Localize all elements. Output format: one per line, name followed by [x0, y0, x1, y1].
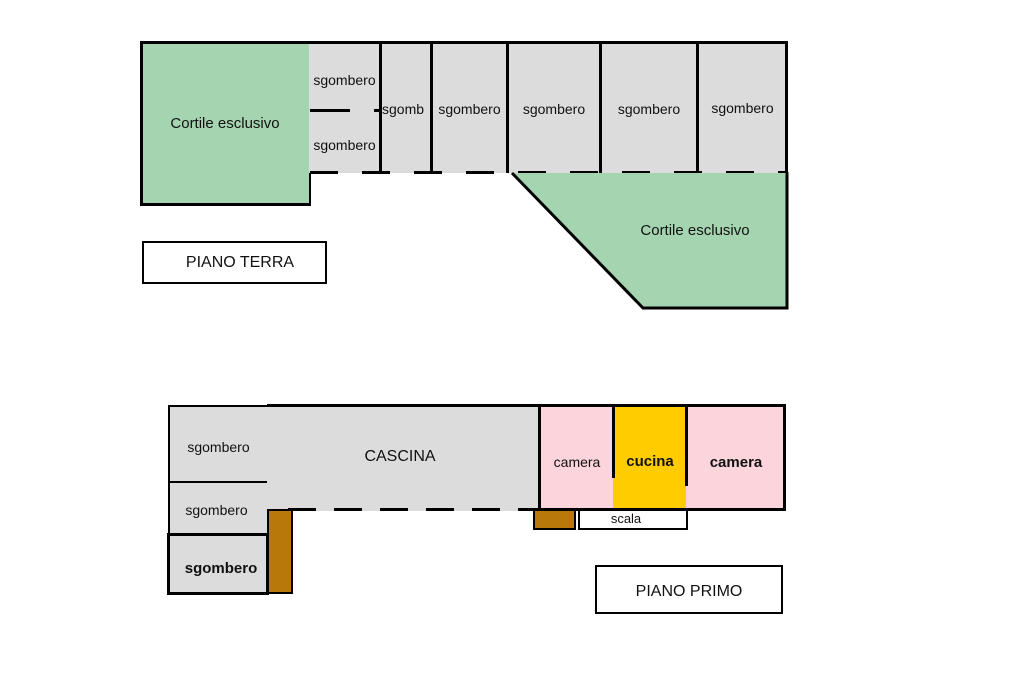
- wall: [374, 109, 380, 112]
- courtyard-left: [140, 41, 311, 206]
- dashed-wall: [310, 171, 788, 174]
- stairs-label: scala: [610, 510, 642, 526]
- wall: [310, 109, 350, 112]
- bedroom-left: [538, 404, 615, 511]
- courtyard-left-label: Cortile esclusivo: [170, 115, 280, 132]
- ground-floor-title-box: [142, 241, 327, 284]
- room-label: sgombero: [711, 100, 774, 116]
- stairs: [578, 509, 688, 530]
- barn-label: CASCINA: [364, 448, 436, 465]
- room-label: sgombero: [184, 559, 258, 577]
- room-label: sgombero: [185, 502, 248, 518]
- dashed-wall: [288, 508, 539, 511]
- ground-floor-title: PIANO TERRA: [185, 253, 295, 271]
- bedroom-right-label: camera: [709, 453, 763, 471]
- bedroom-right: [686, 404, 786, 511]
- first-floor-title: PIANO PRIMO: [635, 582, 743, 600]
- wood-element: [267, 509, 293, 594]
- room-label: sgombero: [617, 101, 681, 117]
- room-label: sgombero: [522, 101, 586, 117]
- wall: [506, 41, 509, 173]
- room-label: sgomb: [382, 101, 425, 117]
- room-label: sgombero: [313, 72, 376, 88]
- room-label: sgombero: [187, 439, 250, 455]
- wall: [612, 404, 615, 478]
- kitchen-label: cucina: [626, 452, 674, 470]
- wall: [599, 41, 602, 173]
- wall: [379, 41, 382, 173]
- room-label: sgombero: [438, 101, 501, 117]
- courtyard-right-label: Cortile esclusivo: [640, 221, 750, 239]
- bedroom-left-label: camera: [553, 454, 601, 470]
- room-label: sgombero: [313, 137, 376, 153]
- wood-element: [533, 509, 576, 530]
- kitchen: [613, 404, 687, 508]
- storage-block: [309, 41, 788, 173]
- wall: [430, 41, 433, 173]
- barn: [267, 404, 541, 511]
- first-floor-title-box: [595, 565, 783, 614]
- wall: [696, 41, 699, 173]
- wall: [685, 404, 688, 486]
